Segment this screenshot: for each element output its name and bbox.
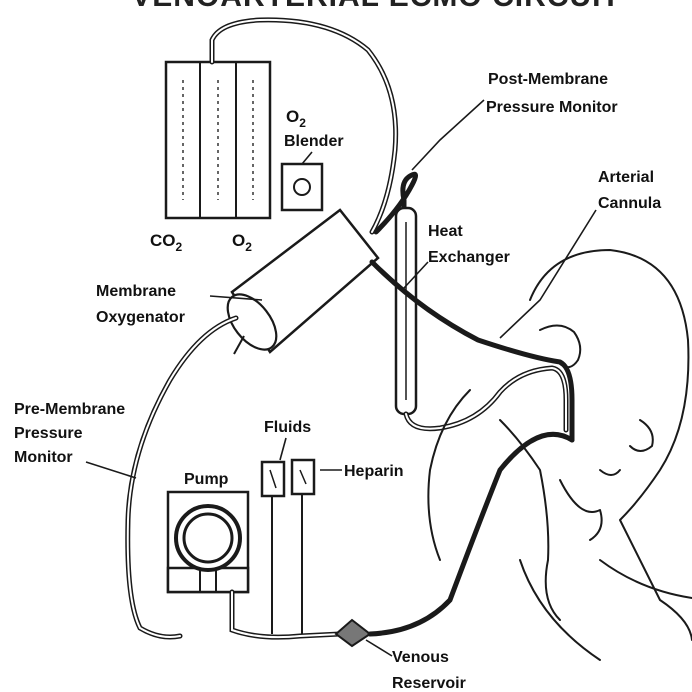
fluids-label: Fluids	[264, 419, 311, 436]
reservoir-bladder-icon	[336, 620, 370, 646]
fluid-bags	[262, 438, 342, 634]
membrane-oxygenator-label-line2: Oxygenator	[96, 309, 185, 326]
post-membrane-label-line2: Pressure Monitor	[486, 99, 618, 116]
venous-reservoir-label-line1: Venous	[392, 649, 449, 666]
arterial-cannula-label-line1: Arterial	[598, 169, 654, 186]
blender-dial-icon	[294, 179, 310, 195]
heparin-label: Heparin	[344, 463, 404, 480]
co2-label: CO2	[150, 231, 183, 254]
o2-label: O2	[232, 231, 252, 254]
diagram-title: VENOARTERIAL ECMO CIRCUIT	[131, 0, 620, 13]
venous-reservoir	[336, 620, 392, 656]
pump-to-reservoir-line	[232, 592, 340, 637]
venous-reservoir-label-line2: Reservoir	[392, 675, 466, 692]
post-membrane-label-line1: Post-Membrane	[488, 71, 608, 88]
arterial-cannula-label-line2: Cannula	[598, 195, 661, 212]
arterial-return-line	[406, 368, 566, 430]
infant-patient-illustration	[428, 250, 692, 660]
heat-exchanger-label-line1: Heat	[428, 223, 463, 240]
pre-membrane-label-line2: Pressure	[14, 425, 83, 442]
o2-blender-label: O2	[286, 107, 306, 130]
pump-label: Pump	[184, 471, 229, 488]
pre-membrane-label-line1: Pre-Membrane	[14, 401, 125, 418]
heat-exchanger-label-line2: Exchanger	[428, 249, 510, 266]
membrane-oxygenator-label-line1: Membrane	[96, 283, 176, 300]
o2-blender	[282, 152, 322, 210]
gas-flowmeters	[166, 62, 270, 218]
pre-membrane-label-line3: Monitor	[14, 449, 73, 466]
blender-label: Blender	[284, 133, 344, 150]
roller-pump	[168, 492, 248, 592]
